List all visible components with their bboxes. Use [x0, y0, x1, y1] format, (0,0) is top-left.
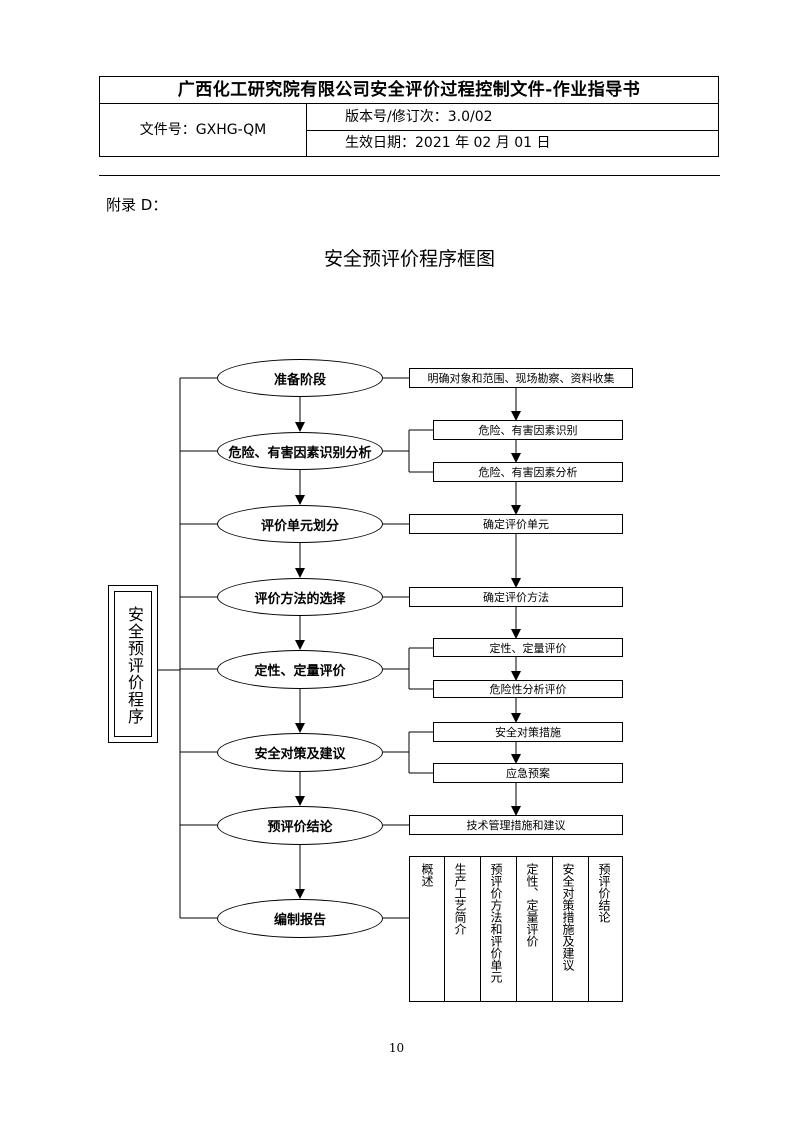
detail-box-hazard-analysis: 危险、有害因素分析: [433, 462, 623, 482]
step-ellipse-countermeasures: 安全对策及建议: [217, 733, 383, 772]
detail-box-management-measures: 技术管理措施和建议: [409, 815, 623, 835]
report-column: 预评价结论: [588, 856, 623, 1002]
report-column: 预评价方法和评价单元: [480, 856, 517, 1002]
detail-box-qualitative-evaluation: 定性、定量评价: [433, 638, 623, 657]
report-column-label: 安全对策措施及建议: [561, 863, 575, 971]
detail-box-emergency-plan: 应急预案: [433, 763, 623, 783]
detail-box-hazard-identification: 危险、有害因素识别: [433, 420, 623, 440]
appendix-label: 附录 D：: [106, 196, 168, 214]
report-column: 安全对策措施及建议: [552, 856, 589, 1002]
report-column-label: 定性、定量评价: [525, 863, 539, 947]
header-divider: [99, 103, 719, 104]
header-separator: [99, 175, 720, 176]
step-ellipse-report: 编制报告: [217, 899, 383, 938]
report-column-label: 概述: [420, 863, 434, 887]
document-title: 广西化工研究院有限公司安全评价过程控制文件-作业指导书: [177, 80, 641, 100]
header-row-divider: [306, 130, 719, 131]
detail-box-determine-units: 确定评价单元: [409, 514, 623, 534]
report-column-label: 预评价方法和评价单元: [489, 863, 503, 983]
effective-date: 生效日期：2021 年 02 月 01 日: [345, 135, 551, 151]
report-column-label: 预评价结论: [597, 863, 611, 923]
detail-box-scope-survey: 明确对象和范围、现场勘察、资料收集: [409, 368, 633, 388]
program-side-box: 安全预评价程序: [108, 585, 158, 743]
file-number: 文件号：GXHG-QM: [139, 122, 267, 138]
step-ellipse-unit-division: 评价单元划分: [217, 505, 383, 543]
step-ellipse-method-selection: 评价方法的选择: [217, 578, 383, 616]
step-ellipse-hazard-analysis: 危险、有害因素识别分析: [217, 432, 383, 470]
program-side-box-inner: 安全预评价程序: [114, 591, 152, 737]
program-side-label: 安全预评价程序: [125, 606, 144, 725]
step-ellipse-prepare: 准备阶段: [217, 359, 383, 397]
report-column: 概述: [409, 856, 445, 1002]
detail-box-risk-analysis: 危险性分析评价: [433, 680, 623, 698]
step-ellipse-conclusion: 预评价结论: [217, 806, 383, 845]
detail-box-safety-measures: 安全对策措施: [433, 722, 623, 742]
report-column: 定性、定量评价: [516, 856, 553, 1002]
diagram-title: 安全预评价程序框图: [323, 248, 495, 270]
report-column-label: 生产工艺简介: [453, 863, 467, 935]
header-table: [99, 76, 719, 157]
step-ellipse-qualitative-quantitative: 定性、定量评价: [217, 650, 383, 689]
detail-box-determine-methods: 确定评价方法: [409, 587, 623, 607]
report-column: 生产工艺简介: [444, 856, 481, 1002]
version-number: 版本号/修订次：3.0/02: [345, 109, 493, 125]
page-number: 10: [388, 1041, 405, 1055]
